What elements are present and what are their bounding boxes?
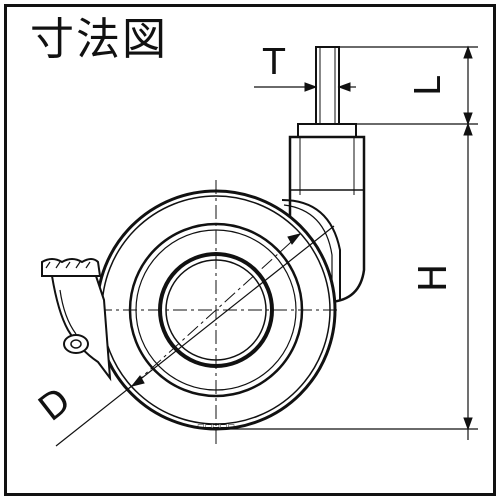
stem-collar: [297, 123, 357, 138]
diagram-frame: [4, 4, 496, 496]
dimension-T: [254, 82, 356, 92]
label-D: D: [31, 380, 78, 429]
dimension-D: [55, 225, 335, 447]
label-L: L: [408, 76, 449, 96]
dimension-H: [216, 122, 478, 440]
brake-lever: [41, 258, 112, 382]
wheel-brand-mark: ▭▭▭▭▭: [197, 422, 235, 431]
dimension-L: [339, 45, 478, 126]
stem: [315, 46, 340, 125]
diagram-title: 寸法図: [30, 14, 168, 65]
label-T: T: [262, 42, 286, 83]
label-H: H: [411, 264, 455, 293]
center-lines: [98, 180, 338, 446]
